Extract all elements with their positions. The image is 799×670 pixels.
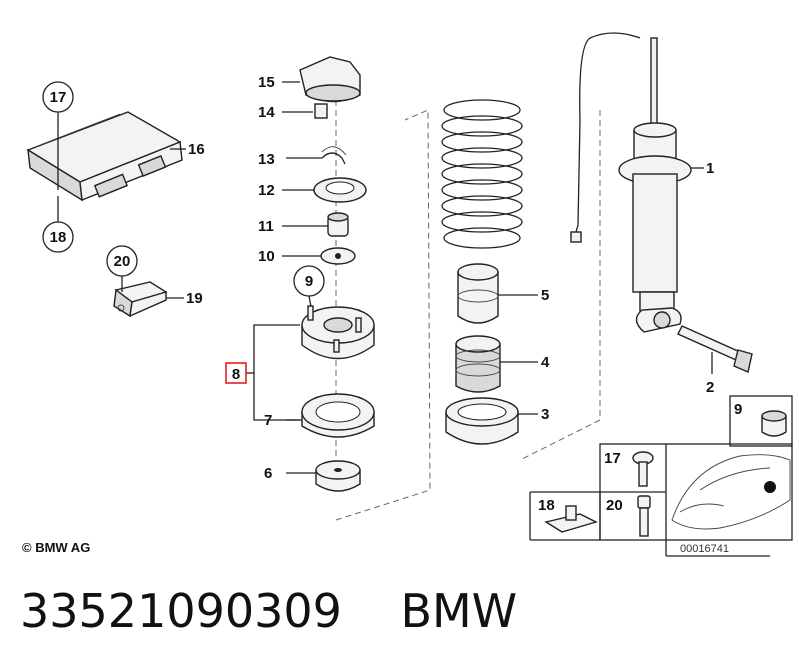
hose-13: [286, 152, 346, 165]
exploded-parts-diagram: 17 18 16 20 19 15 14 13 12 11: [26, 32, 793, 557]
callout-10: 10: [258, 248, 275, 265]
callout-8-highlight: [225, 362, 247, 384]
callout-1: 1: [706, 160, 714, 177]
callout-4: 4: [541, 354, 550, 371]
spring-seat-7: [301, 393, 375, 438]
copyright-notice: © BMW AG: [22, 540, 91, 555]
inset-callout-9: 9: [734, 401, 742, 418]
inset-callout-17: 17: [604, 450, 621, 467]
callout-17: 17: [50, 89, 67, 106]
brand-name: BMW: [400, 584, 518, 638]
inset-bolt-20: [637, 495, 651, 537]
strut-mount-8: [301, 305, 375, 360]
inset-screw-17: [632, 451, 654, 487]
inset-clip-18: [544, 505, 598, 533]
sensor-cable: [575, 32, 641, 233]
callout-5: 5: [541, 287, 549, 304]
nut-11: [327, 212, 349, 237]
support-cap-15: [299, 56, 361, 103]
reference-number: 00016741: [680, 543, 729, 555]
callout-18: 18: [50, 229, 67, 246]
callout-6: 6: [264, 465, 272, 482]
dust-boot-4: [455, 335, 501, 393]
bolt-2: [677, 325, 753, 373]
sensor-19: [113, 281, 168, 318]
inset-callout-20: 20: [606, 497, 623, 514]
footer-caption: 33521090309 BMW: [20, 584, 517, 638]
inset-panel: [529, 395, 793, 557]
callout-16: 16: [188, 141, 205, 158]
callout-3: 3: [541, 406, 549, 423]
callout-2: 2: [706, 379, 714, 396]
inset-nut-9: [761, 410, 787, 437]
lower-seat-3: [445, 397, 519, 445]
callout-12: 12: [258, 182, 275, 199]
cable-connector: [570, 231, 582, 243]
inset-car-outline: [671, 454, 791, 530]
callout-8: 8: [232, 366, 240, 383]
part-number: 33521090309: [20, 584, 342, 638]
bump-stop-5: [457, 263, 499, 324]
callout-20: 20: [114, 253, 131, 270]
control-unit-16: [26, 111, 183, 202]
shock-absorber-1: [618, 37, 692, 333]
callout-15: 15: [258, 74, 275, 91]
callout-14: 14: [258, 104, 275, 121]
stop-6: [315, 460, 361, 492]
callout-19: 19: [186, 290, 203, 307]
coil-spring: [441, 99, 523, 249]
callout-11: 11: [258, 218, 274, 235]
callout-9: 9: [305, 273, 313, 290]
clip-14: [314, 103, 328, 119]
inset-callout-18: 18: [538, 497, 555, 514]
callout-13: 13: [258, 151, 275, 168]
callout-7: 7: [264, 412, 272, 429]
